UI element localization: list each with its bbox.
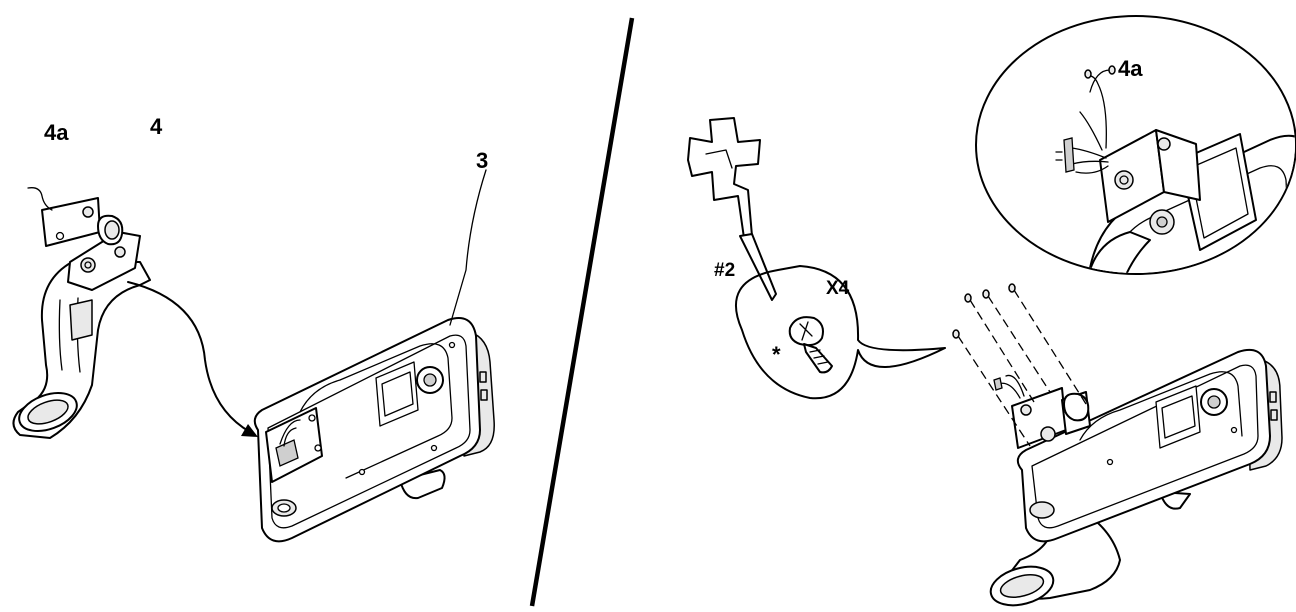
screw-callout [735,265,946,400]
label-screwdriver-size: #2 [714,260,735,281]
cross-wrench-tool [687,117,777,301]
label-3: 3 [476,148,488,173]
install-direction-arrow [127,281,258,437]
left-handlebar-assembly [12,187,151,439]
panel-divider-line [529,17,635,607]
label-screw-quantity: X4 [826,278,850,299]
right-console-assembly [952,283,1283,607]
label-screw-note: * [772,342,781,367]
label-4: 4 [150,114,163,139]
zoom-detail-circle [975,15,1296,275]
console-unit [253,169,495,543]
label-4a-left: 4a [44,120,69,145]
label-4a-zoom: 4a [1118,56,1143,81]
